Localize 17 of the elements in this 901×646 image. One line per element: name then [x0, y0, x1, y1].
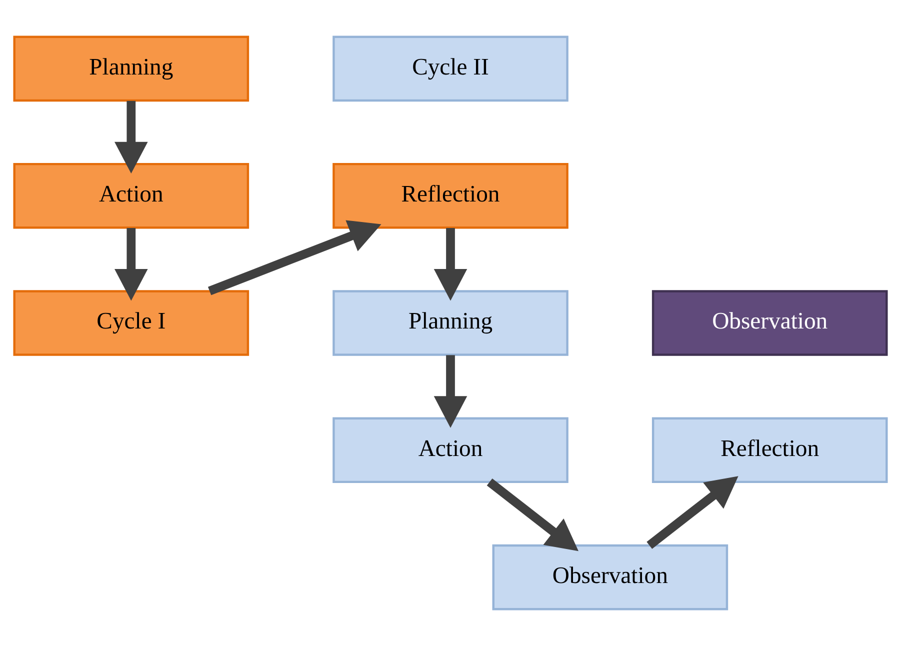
arrow: [646, 476, 738, 549]
arrow: [434, 355, 468, 428]
node-box: Planning: [13, 36, 250, 102]
arrow: [208, 220, 382, 296]
node-box: Reflection: [332, 162, 568, 229]
node-box: Planning: [332, 290, 568, 356]
node-box: Action: [332, 417, 568, 484]
arrow: [114, 100, 148, 174]
arrow: [486, 478, 578, 552]
node-box: Reflection: [652, 417, 888, 484]
arrow: [434, 228, 468, 301]
node-box: Cycle II: [332, 36, 568, 102]
node-box: Action: [13, 162, 250, 229]
arrow: [114, 228, 148, 301]
node-box: Observation: [652, 290, 888, 356]
node-box: Observation: [492, 544, 728, 610]
node-box: Cycle I: [13, 290, 250, 356]
